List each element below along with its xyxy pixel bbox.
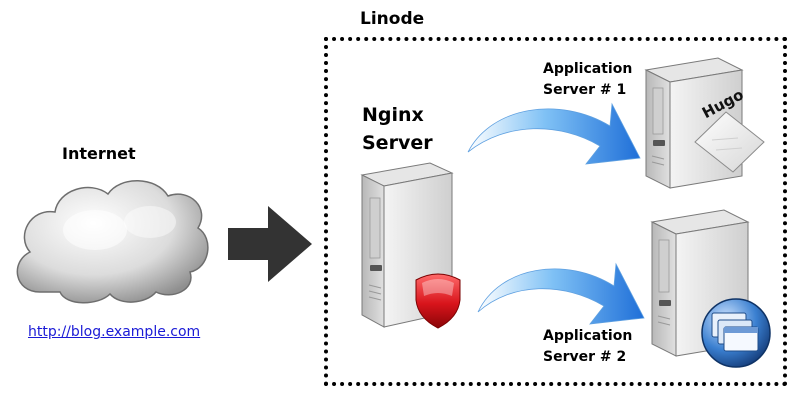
- curved-arrow-icon: [467, 102, 641, 165]
- app-server-1-label: Application Server # 1: [543, 59, 632, 101]
- app-server-1-line2: Server # 1: [543, 82, 627, 98]
- app-server-2-line2: Server # 2: [543, 349, 627, 365]
- linode-boundary: [324, 37, 787, 386]
- nginx-server-label: Nginx Server: [362, 101, 433, 157]
- shield-icon: [415, 273, 461, 329]
- server-icon: [644, 57, 744, 189]
- windows-icon: [701, 298, 771, 368]
- linode-label: Linode: [360, 9, 425, 29]
- app-server-1-line1: Application: [543, 61, 633, 77]
- blog-url-link[interactable]: http://blog.example.com: [28, 324, 201, 340]
- internet-label: Internet: [62, 144, 136, 163]
- curved-arrow-icon: [477, 262, 645, 325]
- server-icon: [650, 209, 750, 357]
- nginx-label-line1: Nginx: [362, 104, 424, 126]
- cloud-icon: [16, 180, 209, 304]
- app-server-2-label: Application Server # 2: [543, 326, 632, 368]
- app-server-2-line1: Application: [543, 328, 633, 344]
- nginx-label-line2: Server: [362, 132, 433, 154]
- right-arrow-icon: [228, 206, 312, 282]
- document-icon: [694, 111, 765, 173]
